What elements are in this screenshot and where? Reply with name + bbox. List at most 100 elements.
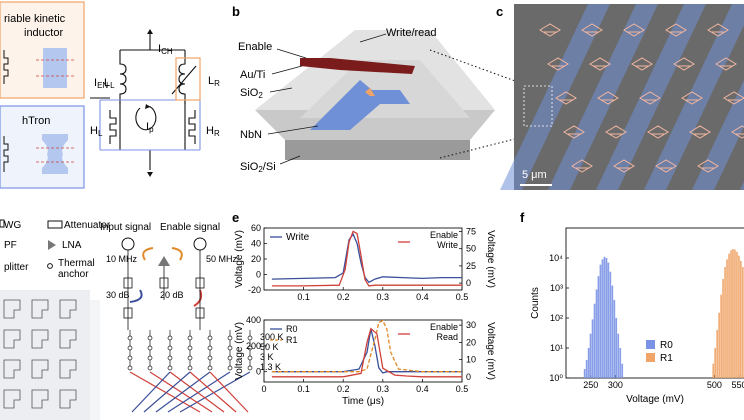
sem-device xyxy=(689,125,711,139)
array-cell xyxy=(3,329,21,349)
sem-stripe xyxy=(740,181,744,190)
thermal-anchor-icon xyxy=(227,345,233,351)
histogram-bar-r1 xyxy=(718,312,720,378)
array-schematic xyxy=(0,290,90,420)
thermal-anchor-icon xyxy=(127,365,133,371)
cryostat-lines xyxy=(127,330,253,413)
histogram-bar-r0 xyxy=(591,319,594,378)
zoom-line-bottom xyxy=(439,129,551,159)
cryo-wire-red xyxy=(149,371,213,413)
thermal-anchor-icon xyxy=(187,335,193,341)
nbn-layer xyxy=(310,80,410,130)
thermal-anchor-icon xyxy=(167,335,173,341)
thermal-anchor-icon xyxy=(227,365,233,371)
panel-label-b: b xyxy=(232,4,240,19)
sem-device xyxy=(715,57,737,71)
panel-label-e: e xyxy=(232,210,239,225)
legend-lpf: PF xyxy=(4,240,17,251)
x-tick-label: 0.3 xyxy=(377,384,390,394)
histogram-bar-r0 xyxy=(585,359,588,378)
histogram-bar-r1 xyxy=(712,363,715,378)
sem-device xyxy=(563,125,585,139)
sem-device xyxy=(597,91,619,105)
y-tick-label: 0 xyxy=(256,367,261,377)
histogram-bar-r0 xyxy=(611,285,614,378)
series-line-enable-write xyxy=(271,230,462,287)
y-tick-label: 0 xyxy=(256,270,261,280)
x-tick-label: 0 xyxy=(261,384,266,394)
series-line-r1 xyxy=(271,319,462,373)
sem-device xyxy=(589,57,611,71)
split-arrow-orange-icon xyxy=(142,247,154,261)
y-tick-label: 400 xyxy=(246,315,261,325)
plot-frame xyxy=(565,227,744,379)
sem-stripe xyxy=(596,4,706,190)
panel-label-f: f xyxy=(520,210,525,225)
thermal-anchor-icon xyxy=(227,355,233,361)
y-tick-label: 10² xyxy=(550,313,563,323)
x-tick-label: 0.5 xyxy=(456,384,469,394)
atten-20db: 20 dB xyxy=(160,290,184,300)
histogram-bar-r0 xyxy=(607,262,610,378)
input-signal-label: Input signal xyxy=(100,222,151,233)
histogram-bar-r1 xyxy=(732,249,734,378)
cryo-wire-red xyxy=(189,371,237,413)
sem-device xyxy=(647,125,669,139)
y-tick-label: 10⁰ xyxy=(549,373,563,383)
series-line-r0 xyxy=(271,328,462,374)
scale-label: 5 μm xyxy=(522,169,547,181)
sem-device xyxy=(581,23,603,37)
label-sio2si: SiO2/Si xyxy=(240,161,276,174)
thermal-anchor-icon xyxy=(147,335,153,341)
thermal-anchor-icon xyxy=(207,335,213,341)
x-tick-label: 0.4 xyxy=(416,384,429,394)
up-arrow-icon xyxy=(147,29,153,34)
sem-device xyxy=(555,91,577,105)
sem-device xyxy=(547,57,569,71)
sem-device xyxy=(639,91,661,105)
histogram-bar-r1 xyxy=(722,279,724,378)
y-tick-label-right: 30 xyxy=(466,320,476,330)
legend-read: Read xyxy=(436,332,458,342)
legend-r1: R1 xyxy=(286,335,298,345)
y-tick-label-right: 0 xyxy=(466,372,471,382)
legend-r0: R0 xyxy=(660,340,673,351)
histogram-bar-r1 xyxy=(716,329,718,378)
histogram-bar-r1 xyxy=(734,249,736,378)
array-cell xyxy=(3,389,21,409)
panel-label-c: c xyxy=(496,4,503,19)
array-cell xyxy=(59,359,77,379)
thermal-anchor-icon xyxy=(167,345,173,351)
array-cell xyxy=(31,389,49,409)
label-ip: Ip xyxy=(146,121,154,134)
scale-bar xyxy=(520,184,552,186)
legend-splitter: plitter xyxy=(4,262,29,273)
y-tick-label-right: 75 xyxy=(466,226,476,236)
y-tick-label: 10⁴ xyxy=(549,253,563,263)
freq-50mhz: 50 MHz xyxy=(206,254,238,264)
legend-enable: Enable xyxy=(430,322,458,332)
histogram-bar-r0 xyxy=(593,303,596,378)
chart-histogram: 10⁰10¹10²10³10⁴250300500550CountsVoltage… xyxy=(530,227,744,405)
thermal-anchor-icon xyxy=(187,365,193,371)
enable-source-icon xyxy=(193,237,207,251)
histogram-bar-r1 xyxy=(730,250,732,378)
thermal-anchor-icon xyxy=(127,335,133,341)
series-line-enable-read xyxy=(271,327,462,378)
histogram-bar-r0 xyxy=(603,256,606,378)
histogram-bar-r1 xyxy=(738,255,740,378)
sem-device xyxy=(697,159,719,173)
cryo-wire-blue xyxy=(131,371,171,413)
y-axis-label-right: Voltage (mV) xyxy=(485,230,496,288)
x-axis-label: Voltage (mV) xyxy=(626,394,684,405)
box1-title-line1: riable kinetic xyxy=(4,13,66,25)
current-arrow-icon xyxy=(335,88,375,96)
inductor-strip xyxy=(43,48,67,88)
histogram-bar-r0 xyxy=(599,264,602,378)
enable-arrow-red-icon xyxy=(193,289,203,307)
y-tick-label-right: 20 xyxy=(466,337,476,347)
histogram-bar-r1 xyxy=(724,267,726,378)
x-tick-label: 0.2 xyxy=(337,292,350,302)
label-lr: LR xyxy=(208,75,220,88)
